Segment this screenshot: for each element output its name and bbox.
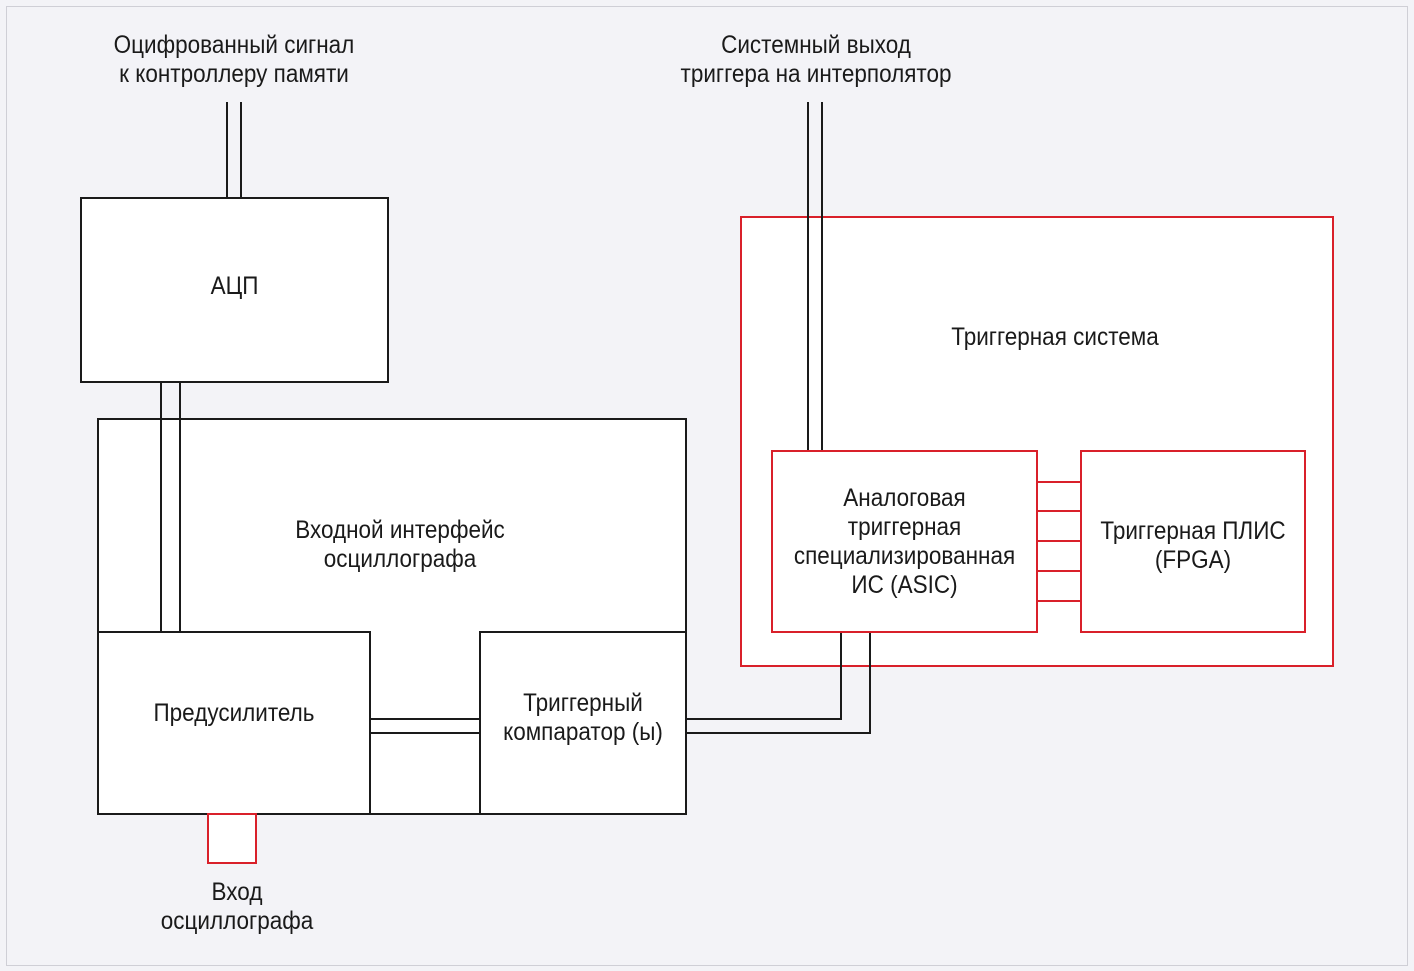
trigger-comparator-label: Триггерный компаратор (ы)	[503, 689, 663, 746]
system-trigger-output-label: Системный выход триггера на интерполятор	[680, 31, 952, 88]
asic-label: Аналоговая триггерная специализированная…	[793, 484, 1016, 599]
input-port	[207, 813, 257, 864]
trigger-system-label: Триггерная система	[951, 323, 1159, 351]
preamp-label: Предусилитель	[153, 699, 315, 727]
scope-input-label: Вход осциллографа	[160, 878, 314, 935]
trigger-comparator-box	[479, 631, 687, 815]
digitized-signal-label: Оцифрованный сигнал к контроллеру памяти	[113, 31, 355, 88]
adc-label: АЦП	[210, 272, 259, 300]
asic-box	[771, 450, 1038, 633]
fpga-box	[1080, 450, 1306, 633]
adc-box	[80, 197, 389, 383]
fpga-label: Триггерная ПЛИС (FPGA)	[1100, 517, 1286, 574]
input-interface-label: Входной интерфейс осциллографа	[295, 516, 505, 573]
preamp-box	[97, 631, 371, 815]
